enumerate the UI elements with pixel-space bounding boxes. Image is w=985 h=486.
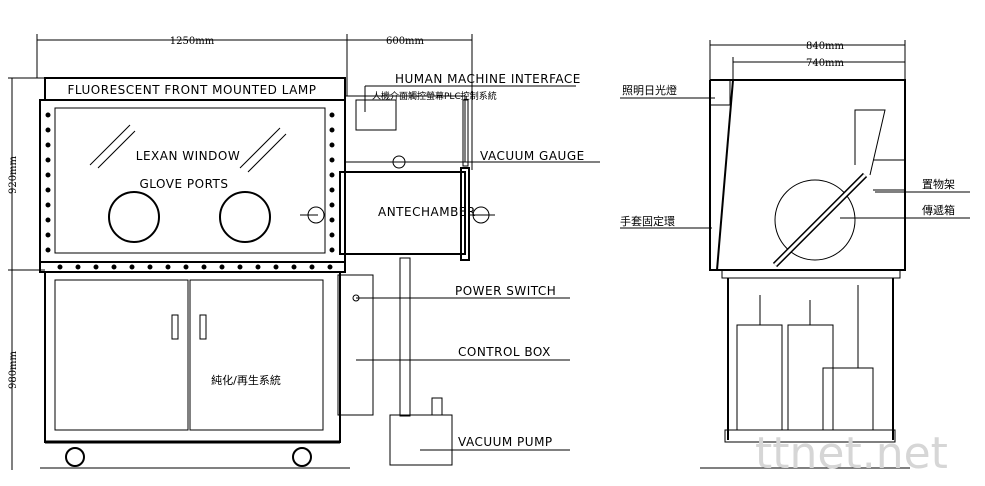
outer-dim: 840mm xyxy=(806,41,845,52)
rivet xyxy=(201,264,207,270)
side-dimension-lines xyxy=(709,40,906,80)
rivet xyxy=(45,172,51,178)
rivet xyxy=(291,264,297,270)
cabinet-label: 純化/再生系統 xyxy=(211,373,281,387)
height-lower-dim: 980mm xyxy=(8,350,19,389)
dimension-lines xyxy=(8,34,473,470)
transfer-box-cn-label: 傳遞箱 xyxy=(922,203,955,217)
rivet xyxy=(329,127,335,133)
rivet xyxy=(111,264,117,270)
width-dim: 1250mm xyxy=(170,36,215,47)
rivet xyxy=(329,232,335,238)
antechamber-dim: 600mm xyxy=(386,36,425,47)
vacuum-gauge-label: VACUUM GAUGE xyxy=(480,149,585,163)
rivet xyxy=(45,187,51,193)
rivet xyxy=(147,264,153,270)
rivet xyxy=(329,172,335,178)
antechamber-label: ANTECHAMBER xyxy=(378,205,476,219)
rivet xyxy=(129,264,135,270)
rivet xyxy=(329,247,335,253)
watermark: ttnet.net xyxy=(755,428,948,479)
rivet xyxy=(45,247,51,253)
rivet xyxy=(45,217,51,223)
glove-ports-label: GLOVE PORTS xyxy=(140,177,229,191)
rivet xyxy=(45,112,51,118)
height-upper-dim: 920mm xyxy=(8,155,19,194)
rivet xyxy=(329,202,335,208)
rivet xyxy=(309,264,315,270)
rivet xyxy=(75,264,81,270)
lamp-cn-label: 照明日光燈 xyxy=(622,83,677,97)
inner-dim: 740mm xyxy=(806,58,845,69)
rivet xyxy=(255,264,261,270)
antechamber xyxy=(300,95,495,466)
glovebox-front xyxy=(39,77,350,469)
rivet xyxy=(183,264,189,270)
window-label: LEXAN WINDOW xyxy=(136,149,240,163)
rivet xyxy=(45,127,51,133)
hmi-cn-label: 人機介面觸控螢幕PLC控制系統 xyxy=(372,90,497,102)
rivet xyxy=(273,264,279,270)
rivet xyxy=(45,232,51,238)
rivet xyxy=(93,264,99,270)
rivet xyxy=(329,157,335,163)
power-switch-label: POWER SWITCH xyxy=(455,284,556,298)
shelf-cn-label: 置物架 xyxy=(922,177,955,191)
glove-ring-cn-label: 手套固定環 xyxy=(620,214,675,228)
window-rivets xyxy=(45,112,335,270)
rivet xyxy=(237,264,243,270)
lamp-label: FLUORESCENT FRONT MOUNTED LAMP xyxy=(68,83,317,97)
rivet xyxy=(329,217,335,223)
glovebox-side xyxy=(700,79,910,469)
rivet xyxy=(45,142,51,148)
rivet xyxy=(57,264,63,270)
rivet xyxy=(327,264,333,270)
rivet xyxy=(45,202,51,208)
rivet xyxy=(45,157,51,163)
rivet xyxy=(165,264,171,270)
rivet xyxy=(329,187,335,193)
callout-leaders xyxy=(356,85,600,451)
rivet xyxy=(329,142,335,148)
control-box-label: CONTROL BOX xyxy=(458,345,551,359)
vacuum-pump-label: VACUUM PUMP xyxy=(458,435,553,449)
rivet xyxy=(219,264,225,270)
hmi-label: HUMAN MACHINE INTERFACE xyxy=(395,72,581,86)
rivet xyxy=(329,112,335,118)
